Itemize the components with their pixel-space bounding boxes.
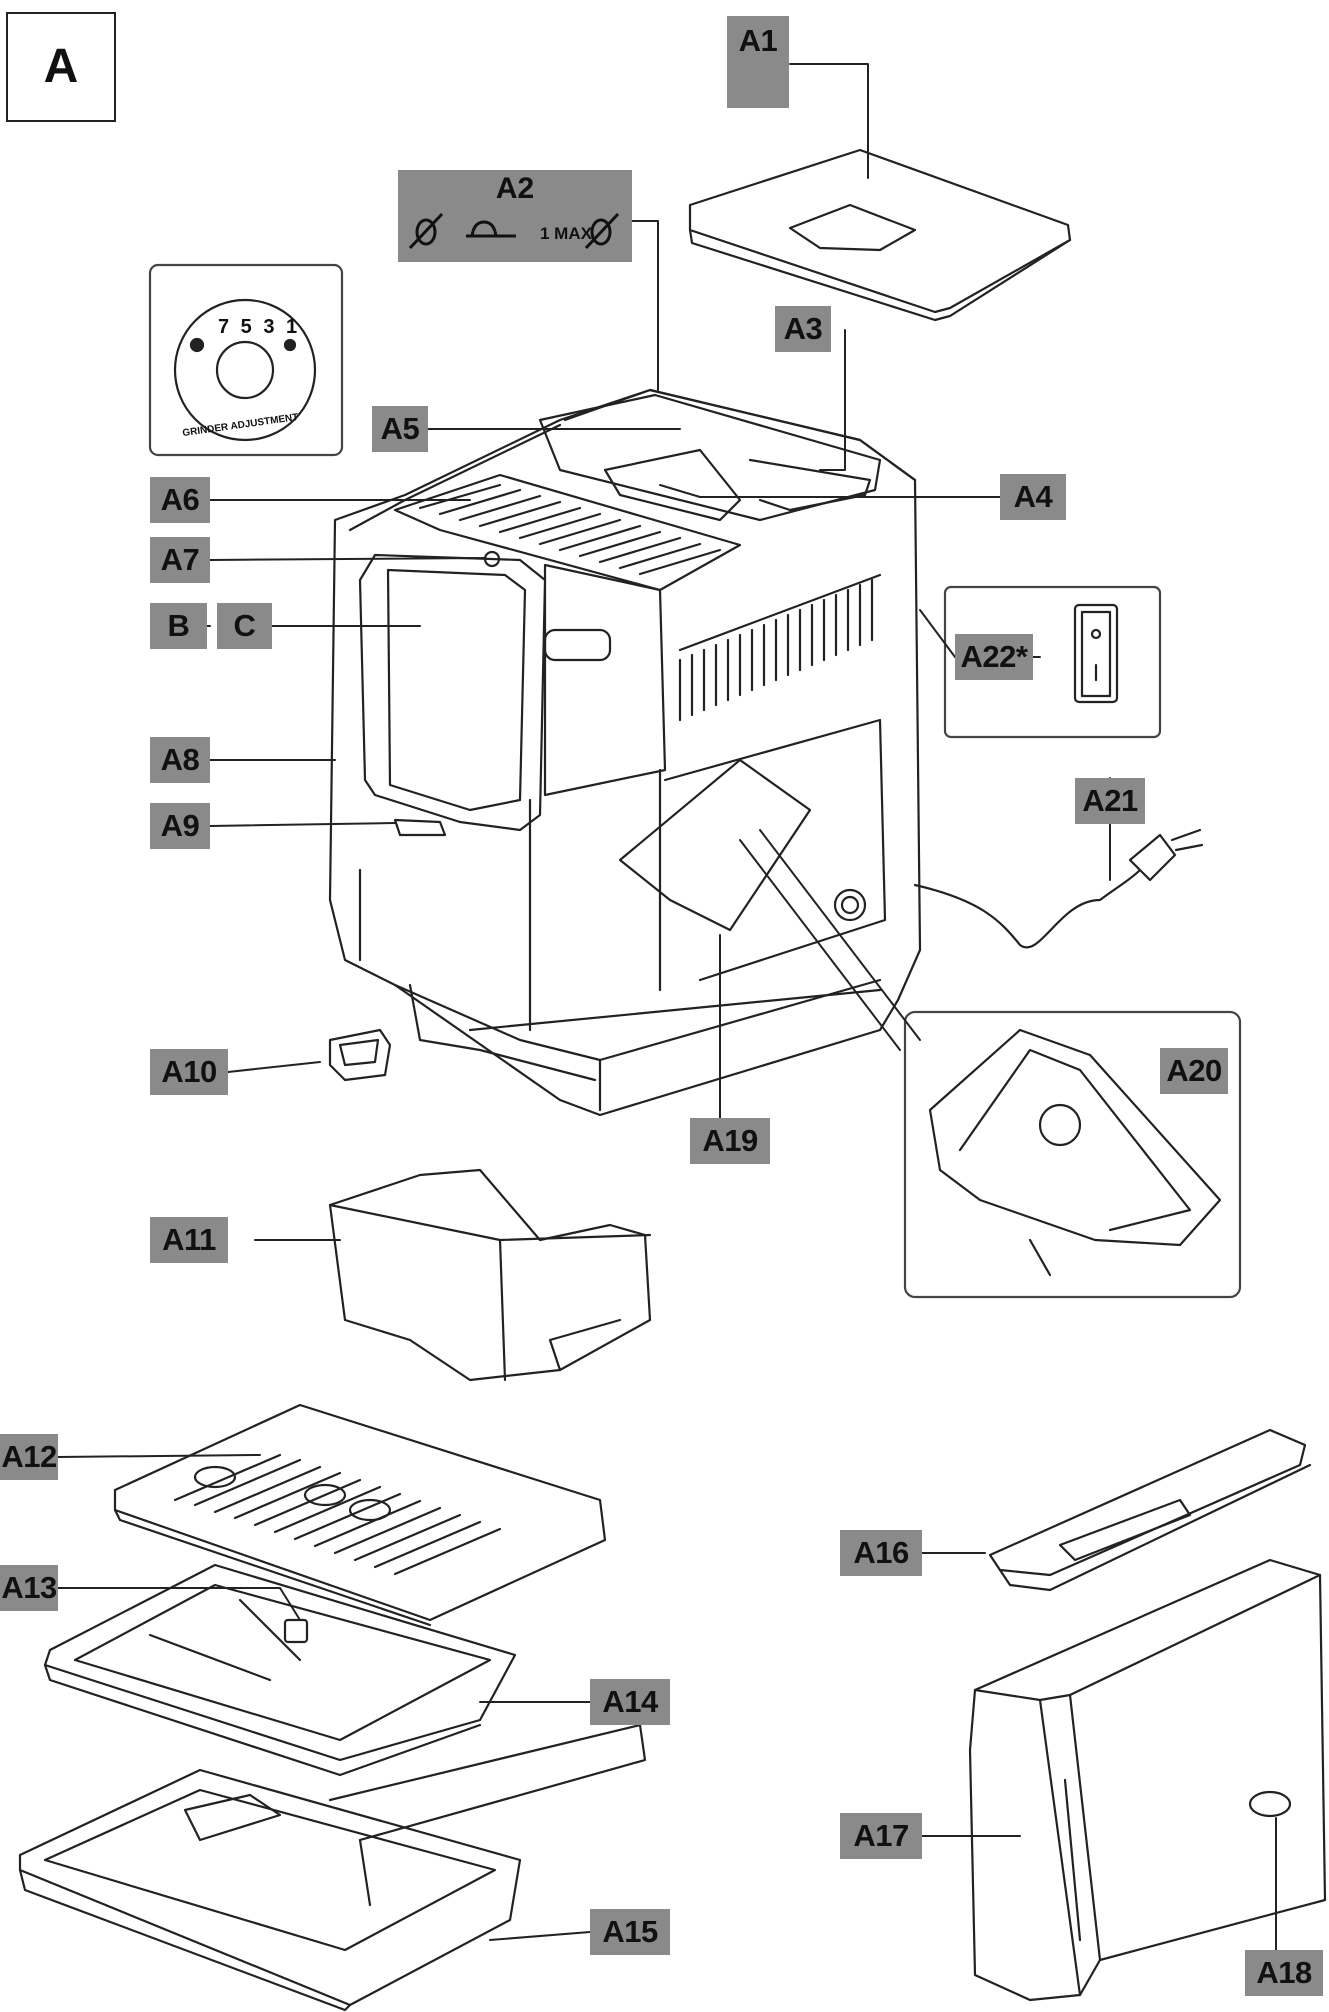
label-a12: A12 xyxy=(0,1434,58,1480)
label-a20: A20 xyxy=(1160,1048,1228,1094)
label-a10: A10 xyxy=(150,1049,228,1095)
label-a4: A4 xyxy=(1000,474,1066,520)
label-a7: A7 xyxy=(150,537,210,583)
label-a13: A13 xyxy=(0,1565,58,1611)
power-cord xyxy=(913,828,1204,949)
label-b: B xyxy=(150,603,207,649)
label-a22: A22* xyxy=(955,634,1033,680)
a2-label: A2 xyxy=(495,172,535,205)
bean-container-lid xyxy=(688,148,1072,322)
label-a6: A6 xyxy=(150,477,210,523)
leader-lines xyxy=(57,63,1277,1951)
a2-symbol-box: A2 1 MAX xyxy=(398,170,632,262)
no-beans-icon xyxy=(584,212,620,250)
grounds-container xyxy=(328,1168,652,1382)
machine-body xyxy=(328,388,922,1117)
power-switch-inset xyxy=(943,585,1162,739)
cup-grille xyxy=(113,1403,607,1627)
measuring-scoop-icon xyxy=(466,220,516,238)
label-a17: A17 xyxy=(840,1813,922,1859)
label-a19: A19 xyxy=(690,1118,770,1164)
brewing-unit-inset xyxy=(903,1010,1242,1299)
label-a14: A14 xyxy=(590,1679,670,1725)
figure-letter: A xyxy=(6,12,116,122)
label-a8: A8 xyxy=(150,737,210,783)
a2-icons xyxy=(408,212,620,250)
grinder-dial xyxy=(148,263,344,457)
water-tank xyxy=(968,1558,1327,2002)
label-a16: A16 xyxy=(840,1530,922,1576)
drip-cap xyxy=(328,1028,392,1082)
label-a5: A5 xyxy=(372,406,428,452)
label-c: C xyxy=(217,603,272,649)
grinder-numbers: 7 5 3 1 xyxy=(218,316,301,338)
water-tank-lid xyxy=(988,1428,1312,1592)
a2-max-text: 1 MAX xyxy=(540,224,592,243)
label-a3: A3 xyxy=(775,306,831,352)
coffee-grounds-tray xyxy=(18,1723,647,2012)
label-a21: A21 xyxy=(1075,778,1145,824)
label-a11: A11 xyxy=(150,1217,228,1263)
label-a18: A18 xyxy=(1245,1950,1323,1996)
label-a1-text: A1 xyxy=(738,23,778,58)
label-a15: A15 xyxy=(590,1909,670,1955)
drip-tray xyxy=(43,1563,517,1777)
label-a1: A1 xyxy=(727,16,789,108)
label-a9: A9 xyxy=(150,803,210,849)
no-beans-icon xyxy=(408,212,444,250)
